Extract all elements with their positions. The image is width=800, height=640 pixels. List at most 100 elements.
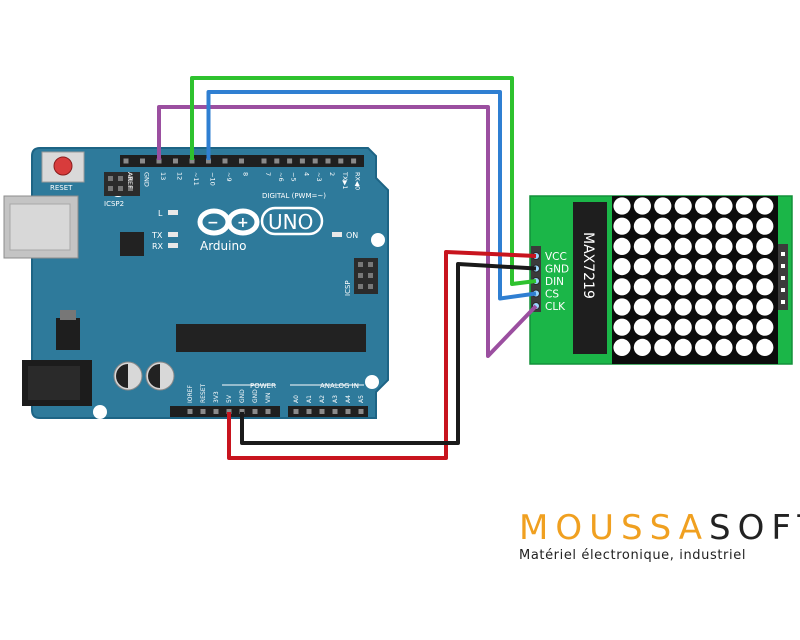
icsp2-label: ICSP2 [104,200,124,208]
atmega328-chip [176,324,366,352]
matrix-led [695,298,713,316]
header-pin [252,409,258,414]
matrix-led [715,298,733,316]
moussasoft-logo: MOUSSASOFT Matériel électronique, indust… [519,508,800,563]
power-label: POWER [250,382,276,390]
analog-pin-label: A1 [306,395,313,403]
header-pin [332,409,338,414]
matrix-led [735,278,754,296]
matrix-led [674,258,692,276]
arduino-logo-icon [197,208,260,236]
matrix-led [695,278,713,296]
matrix-led [633,258,652,276]
digital-pin-label: ~3 [315,172,323,182]
header-pin [312,158,318,164]
usb-chip [120,232,144,256]
led-matrix [613,197,774,356]
matrix-led [613,318,631,336]
matrix-led [735,237,754,255]
header-pin [173,158,178,164]
power-pin-label: RESET [200,383,207,403]
matrix-led [756,278,774,296]
matrix-led [756,197,774,215]
voltage-regulator [56,318,80,350]
power-pin-label: IOREF [187,385,194,403]
digital-pin-label: AREF [126,172,134,189]
matrix-led [695,318,713,336]
led-rx [168,243,178,248]
header-pin [287,158,293,164]
wire-gnd [240,262,537,445]
matrix-led [633,338,652,356]
matrix-led [654,338,672,356]
led-tx-label: TX [151,231,163,240]
matrix-led [674,237,692,255]
led-rx-label: RX [152,242,164,251]
mount-hole [365,375,379,389]
header-pin [345,409,351,414]
module-pin-label: CLK [545,301,566,313]
digital-pin-label: ~11 [192,172,200,186]
matrix-led [613,278,631,296]
matrix-led [735,338,754,356]
matrix-led [654,298,672,316]
matrix-led [695,197,713,215]
module-pin-label: CS [545,289,559,301]
analog-pin-label: A2 [319,395,326,403]
matrix-led [654,258,672,276]
header-pin [226,409,232,414]
matrix-led [756,217,774,235]
matrix-led [715,237,733,255]
icsp2-pins [108,176,133,191]
header-pin [306,409,312,414]
matrix-led [715,318,733,336]
matrix-led [613,237,631,255]
mount-hole [371,233,385,247]
module-pin-label: VCC [545,251,567,263]
led-l [168,210,178,215]
output-pin [781,300,785,304]
digital-pin-label: 2 [328,172,336,176]
regulator-tab [60,310,76,320]
matrix-led [756,338,774,356]
output-pins [781,252,785,304]
matrix-led [654,278,672,296]
header-pin [265,409,271,414]
matrix-led [654,197,672,215]
arduino-brand: Arduino [200,239,246,253]
matrix-led [674,197,692,215]
matrix-led [613,258,631,276]
header-pin [189,158,195,164]
header-pin [338,158,344,164]
matrix-led [715,197,733,215]
logo-wordmark: MOUSSASOFT [519,508,800,548]
matrix-led [633,278,652,296]
matrix-led [613,298,631,316]
analog-label: ANALOG IN [320,382,359,390]
header-pin [239,409,245,414]
led-tx [168,232,178,237]
capacitor [145,361,175,391]
power-pin-label: 5V [226,394,233,403]
matrix-led [756,258,774,276]
matrix-led [633,237,652,255]
led-l-label: L [158,209,163,218]
header-pin [123,158,129,164]
matrix-led [695,217,713,235]
header-pin [206,158,211,164]
reset-label: RESET [50,184,73,192]
wire-clk [157,105,538,358]
arduino-board: RESET ICSP2 [3,147,389,419]
matrix-led [756,318,774,336]
wire-cs [206,90,537,301]
output-pin [781,252,785,256]
analog-pin-label: A5 [358,395,365,403]
matrix-led [695,237,713,255]
matrix-led [735,258,754,276]
matrix-led [735,318,754,336]
